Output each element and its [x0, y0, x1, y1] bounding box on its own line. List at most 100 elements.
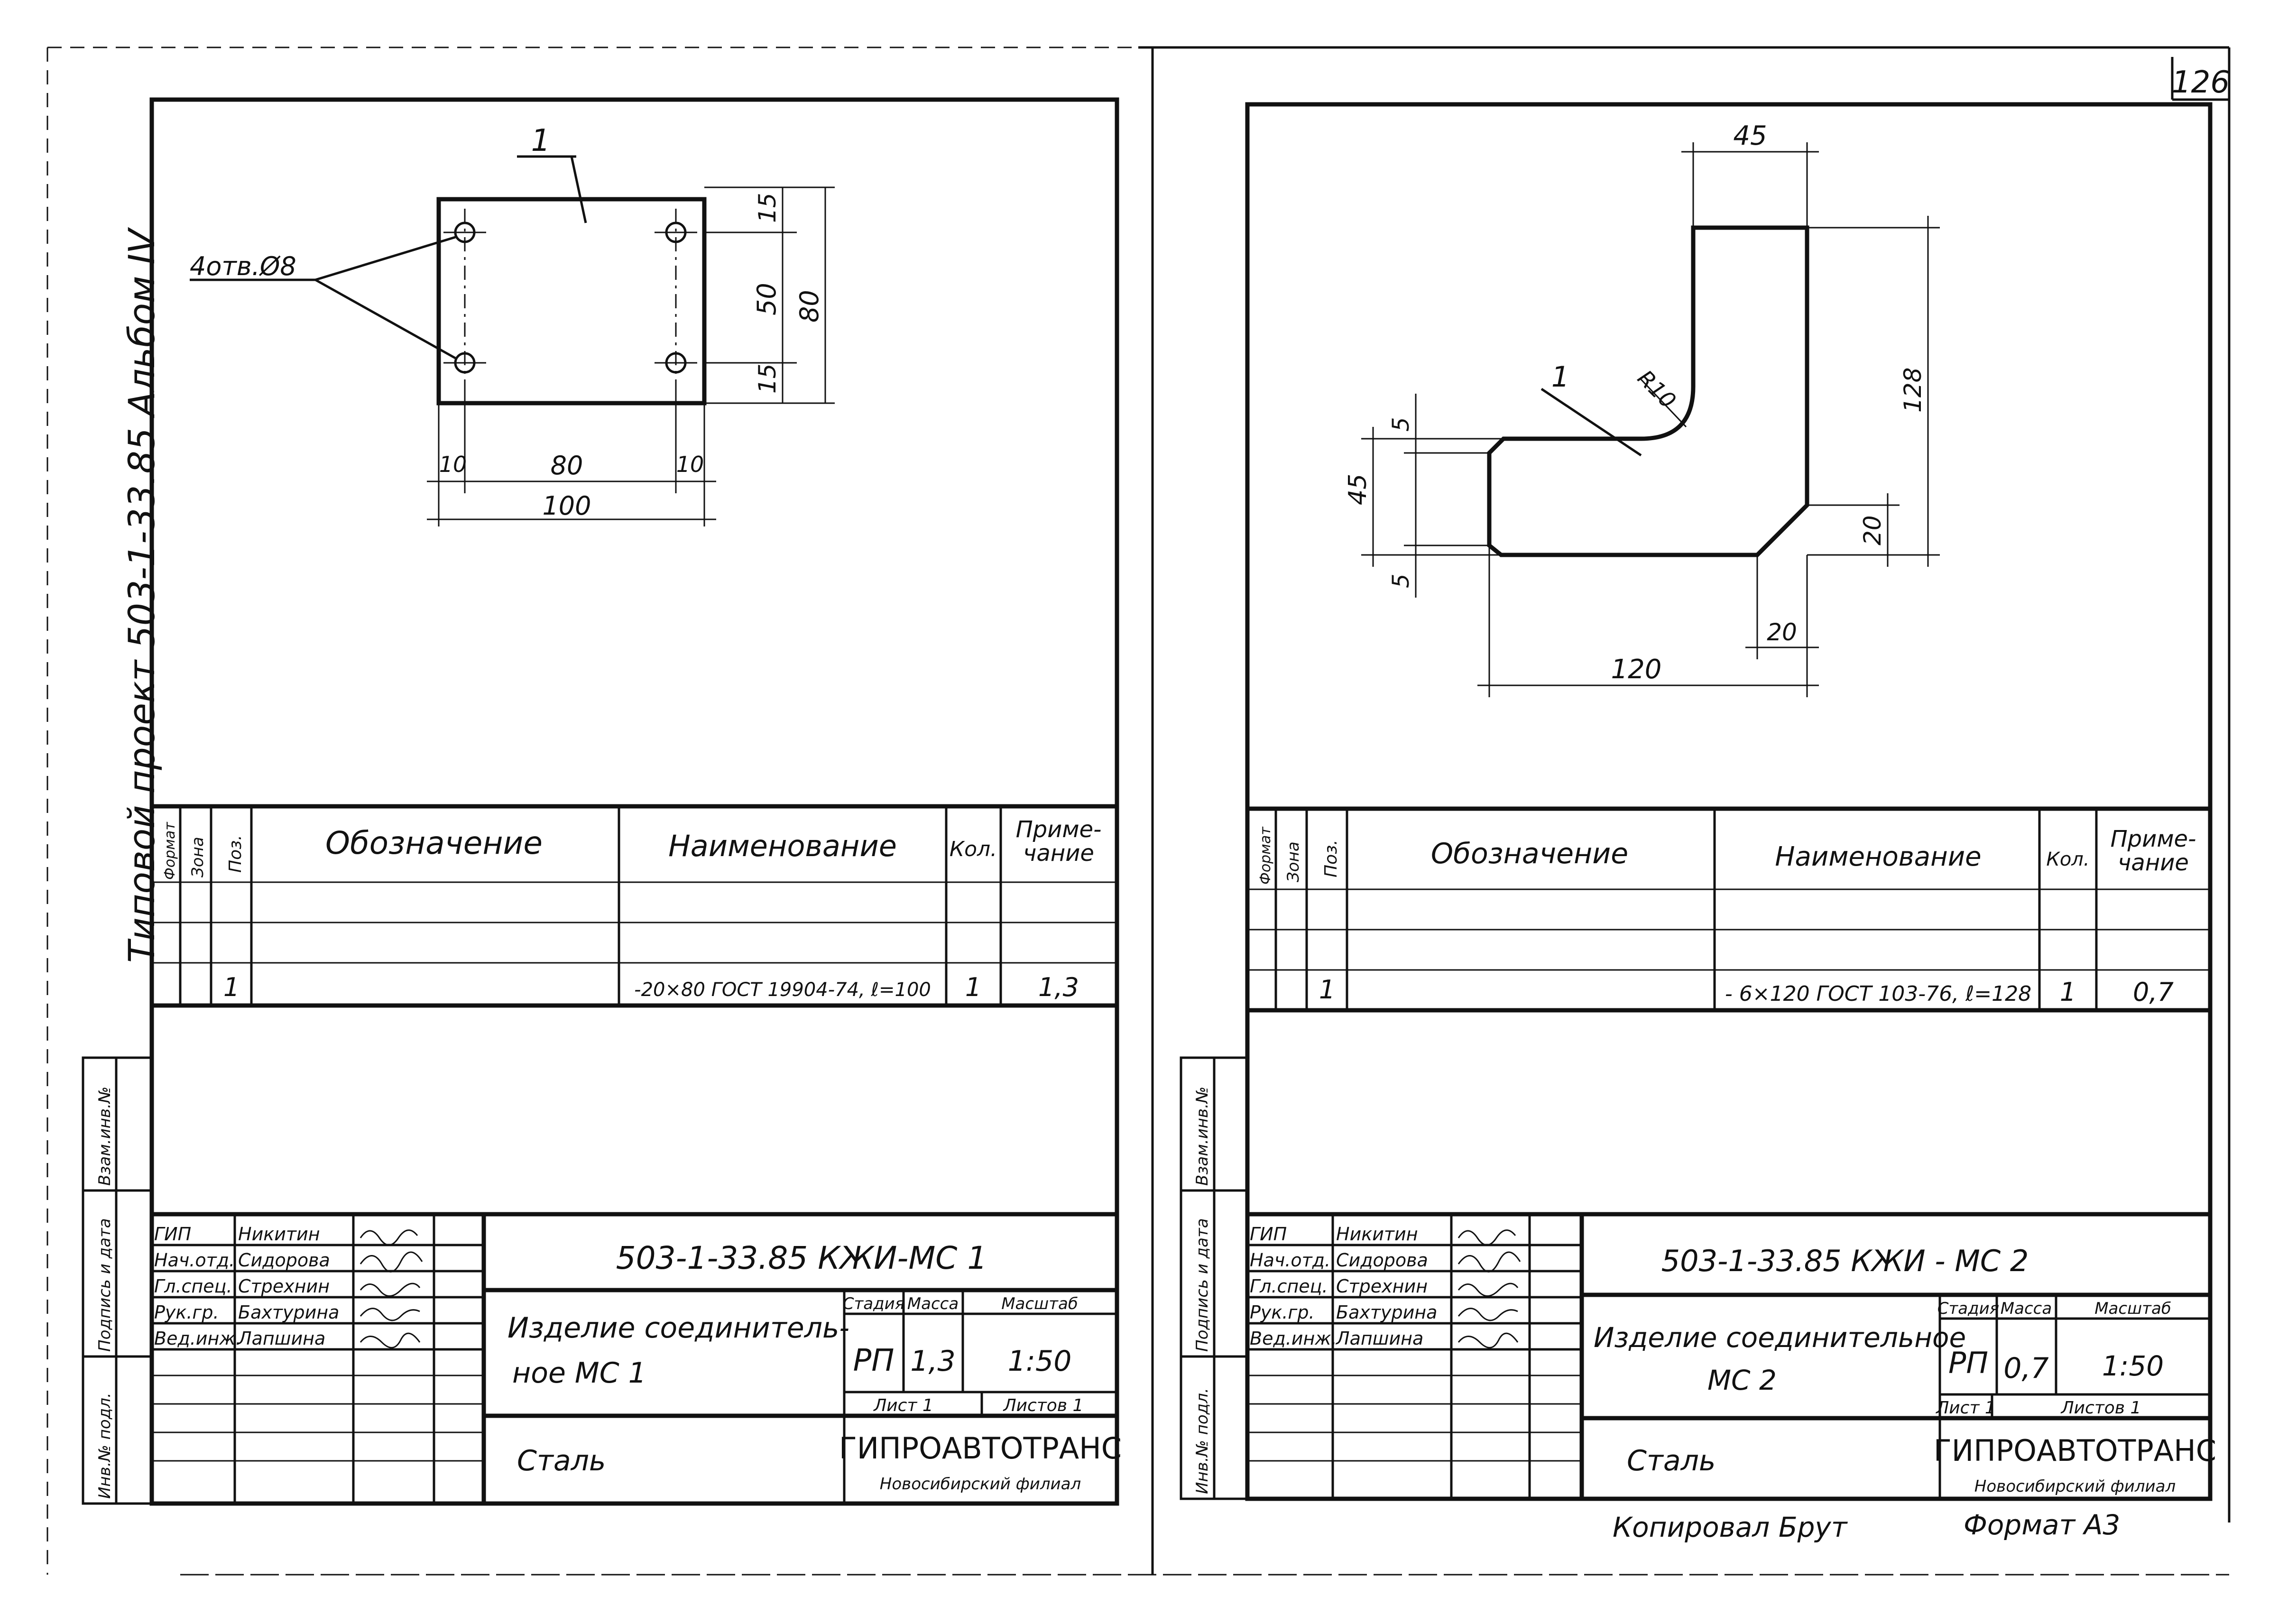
left-signatures — [360, 1229, 423, 1348]
left-branch: Новосибирский филиал — [880, 1475, 1081, 1494]
left-title-block: ГИП Нач.отд. Гл.спец. Рук.гр. Вед.инж. Н… — [152, 1212, 1122, 1504]
left-dim-total-width: 100 — [542, 491, 591, 521]
left-dim-total-height: 80 — [794, 290, 824, 323]
right-role-1: Нач.отд. — [1250, 1250, 1330, 1271]
left-sheet: Инв.№ подл. Подпись и дата Взам.инв.№ 1 — [82, 97, 1122, 1506]
right-hdr-kol: Кол. — [2046, 849, 2089, 870]
page-number-box: 126 — [2171, 57, 2230, 101]
right-dim-left-height: 45 — [1344, 474, 1372, 505]
left-row-naim: -20×80 ГОСТ 19904-74, ℓ=100 — [634, 979, 931, 1001]
left-stamp-podpis: Подпись и дата — [95, 1218, 114, 1352]
left-row-kol: 1 — [965, 972, 981, 1002]
left-role-0: ГИП — [154, 1224, 191, 1245]
left-signer-4: Лапшина — [237, 1328, 325, 1349]
left-signer-1: Сидорова — [238, 1250, 330, 1271]
album-label: Типовой проект 503-1-33.85 Альбом IV — [120, 227, 163, 963]
left-role-3: Рук.гр. — [154, 1302, 219, 1323]
left-massa: 1,3 — [910, 1345, 955, 1378]
left-role-1: Нач.отд. — [154, 1250, 235, 1271]
left-lbl-masshtab: Масштаб — [1001, 1294, 1078, 1313]
right-code: 503-1-33.85 КЖИ - МС 2 — [1661, 1244, 2029, 1278]
left-name-1: Изделие соединитель- — [507, 1311, 849, 1345]
right-hdr-prim-1: Приме- — [2111, 826, 2196, 852]
left-stadiya: РП — [853, 1343, 895, 1378]
left-org: ГИПРОАВТОТРАНС — [839, 1431, 1122, 1466]
right-hdr-poz: Поз. — [1321, 840, 1341, 877]
right-hdr-zona: Зона — [1284, 841, 1303, 882]
left-hdr-zona: Зона — [188, 837, 207, 877]
right-signer-1: Сидорова — [1336, 1250, 1428, 1271]
right-list: Лист 1 — [1935, 1398, 1996, 1418]
right-sheet: Инв.№ подл. Подпись и дата Взам.инв.№ 45… — [1180, 102, 2216, 1501]
right-listov: Листов 1 — [2060, 1398, 2141, 1418]
left-name-2: ное МС 1 — [512, 1356, 646, 1390]
left-lbl-massa: Масса — [907, 1294, 959, 1313]
right-stadiya: РП — [1948, 1346, 1988, 1380]
right-hdr-naimenovanie: Наименование — [1775, 841, 1981, 872]
left-listov: Листов 1 — [1003, 1396, 1084, 1415]
left-hdr-kol: Кол. — [950, 837, 997, 861]
page-number: 126 — [2172, 65, 2230, 100]
left-signer-3: Бахтурина — [238, 1302, 339, 1323]
left-holes-callout: 4отв.Ø8 — [190, 251, 296, 281]
right-name-1: Изделие соединительное — [1594, 1321, 1966, 1354]
right-lbl-massa: Масса — [2001, 1299, 2052, 1318]
right-dim-left-top: 5 — [1388, 417, 1414, 432]
left-dim-right: 10 — [676, 452, 704, 477]
footer-format: Формат А3 — [1964, 1509, 2120, 1541]
right-signer-4: Лапшина — [1335, 1328, 1423, 1349]
left-lbl-stadiya: Стадия — [843, 1294, 904, 1313]
right-hdr-oboznachenie: Обозначение — [1431, 837, 1628, 870]
right-side-stamp: Инв.№ подл. Подпись и дата Взам.инв.№ — [1180, 1056, 1249, 1500]
right-row-kol: 1 — [2060, 977, 2076, 1007]
left-signer-0: Никитин — [238, 1224, 320, 1245]
left-stamp-vzam: Взам.инв.№ — [95, 1087, 114, 1186]
left-hdr-format: Формат — [162, 821, 178, 880]
left-pos-label: 1 — [531, 123, 551, 158]
right-row-naim: - 6×120 ГОСТ 103-76, ℓ=128 — [1725, 982, 2031, 1006]
right-massa: 0,7 — [2003, 1352, 2048, 1385]
right-role-2: Гл.спец. — [1250, 1276, 1328, 1297]
left-dim-bottom: 15 — [754, 363, 781, 394]
left-hdr-poz: Поз. — [226, 835, 245, 873]
right-role-4: Вед.инж. — [1250, 1328, 1337, 1349]
left-plate-drawing: 1 4отв.Ø8 15 50 15 80 10 80 — [190, 123, 835, 526]
right-branch: Новосибирский филиал — [1974, 1477, 2176, 1496]
left-hdr-oboznachenie: Обозначение — [325, 825, 543, 861]
right-pos-label: 1 — [1551, 360, 1569, 394]
right-radius-label: R10 — [1633, 365, 1681, 414]
right-dim-height: 128 — [1899, 368, 1927, 413]
left-hdr-naimenovanie: Наименование — [668, 829, 897, 863]
left-dim-left: 10 — [439, 452, 467, 477]
right-role-3: Рук.гр. — [1250, 1302, 1315, 1323]
page-frames — [46, 46, 2231, 1576]
right-masshtab: 1:50 — [2102, 1350, 2164, 1382]
left-row-poz: 1 — [223, 972, 240, 1002]
right-dim-top-width: 45 — [1733, 120, 1767, 151]
right-stamp-inv-podl: Инв.№ подл. — [1193, 1388, 1212, 1494]
left-hdr-prim-2: чание — [1023, 840, 1094, 867]
right-dim-chamfer-v: 20 — [1859, 515, 1886, 545]
footer-copied: Копировал Брут — [1613, 1511, 1848, 1543]
right-lbl-masshtab: Масштаб — [2094, 1299, 2171, 1318]
right-title-block: ГИП Нач.отд. Гл.спец. Рук.гр. Вед.инж. Н… — [1247, 1212, 2216, 1499]
right-lbl-stadiya: Стадия — [1937, 1299, 1999, 1318]
left-material: Сталь — [517, 1444, 606, 1477]
right-signer-3: Бахтурина — [1336, 1302, 1437, 1323]
left-dim-top: 15 — [754, 193, 781, 223]
right-dim-bottom-width: 120 — [1611, 654, 1662, 685]
right-signer-0: Никитин — [1336, 1224, 1418, 1245]
right-signer-2: Стрехнин — [1336, 1276, 1428, 1297]
right-bent-plate-drawing: 45 128 20 20 120 45 5 — [1344, 120, 1940, 697]
right-row-prim: 0,7 — [2133, 977, 2174, 1007]
right-signatures — [1457, 1229, 1521, 1348]
right-role-0: ГИП — [1250, 1224, 1287, 1245]
right-row-poz: 1 — [1319, 975, 1335, 1005]
left-dim-middle: 50 — [752, 283, 782, 315]
right-stamp-podpis: Подпись и дата — [1193, 1218, 1212, 1352]
right-dim-left-bottom: 5 — [1388, 573, 1414, 588]
right-hdr-prim-2: чание — [2118, 849, 2189, 876]
right-hdr-format: Формат — [1257, 826, 1274, 885]
left-list: Лист 1 — [873, 1396, 933, 1415]
